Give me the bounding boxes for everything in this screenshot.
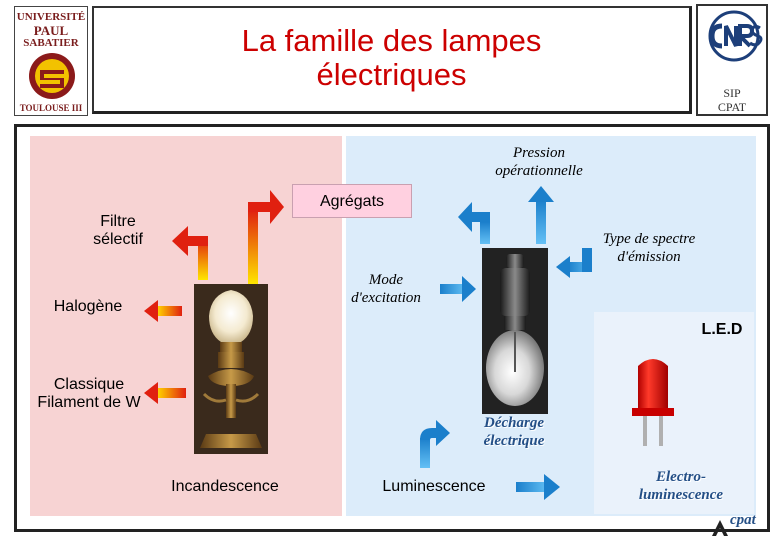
arrow-luminescence-right — [516, 474, 560, 500]
title-box: La famille des lampes électriques — [92, 6, 692, 114]
label-led: L.E.D — [701, 321, 743, 338]
label-classique: Classique Filament de W — [37, 376, 141, 411]
arrow-mode — [440, 276, 476, 302]
page-title-line2: électriques — [316, 57, 467, 92]
label-electroluminescence: Electro-luminescence — [638, 469, 724, 503]
label-incandescence: Incandescence — [171, 478, 279, 495]
label-decharge: Décharge électrique — [483, 415, 545, 449]
arrow-halogene — [144, 300, 182, 322]
page-title: La famille des lampes électriques — [94, 24, 689, 92]
arrow-decharge — [420, 420, 450, 468]
arrow-pression-up — [528, 186, 554, 244]
cpat-logo-text: cpat — [730, 512, 756, 528]
cpat-logo-mark — [712, 520, 728, 536]
label-mode-excitation: Mode d'excitation — [351, 272, 421, 306]
red-led-icon — [632, 359, 674, 446]
arrow-up-right-agregats — [248, 190, 284, 284]
incandescence-zone — [30, 136, 342, 516]
label-luminescence: Luminescence — [382, 478, 486, 495]
cnrs-logo-line2: CPAT — [717, 100, 747, 114]
arrow-pression-left — [458, 202, 490, 244]
cnrs-logo: SIP CPAT — [696, 4, 768, 116]
cnrs-logo-line1: SIP — [723, 86, 741, 100]
label-halogene: Halogène — [53, 298, 123, 315]
cnrs-icon — [708, 10, 763, 62]
filament-bulb-photo — [194, 284, 268, 454]
cnrs-logo-text: SIP CPAT — [698, 86, 766, 114]
label-pression: Pression opérationnelle — [495, 145, 583, 179]
arrow-filtre — [172, 226, 208, 280]
page-title-line1: La famille des lampes — [241, 23, 542, 58]
university-logo-line4: TOULOUSE III — [19, 103, 83, 113]
university-logo-line1: UNIVERSITÉ — [16, 11, 86, 23]
university-logo-line2: PAUL — [33, 23, 69, 38]
label-agregats: Agrégats — [292, 184, 412, 218]
label-type-spectre: Type de spectre d'émission — [602, 231, 696, 265]
arrow-spectre — [556, 248, 592, 278]
discharge-tube-photo — [482, 248, 548, 414]
label-filtre: Filtre sélectif — [93, 213, 143, 248]
arrow-classique — [144, 382, 186, 404]
university-logo-line3: SABATIER — [23, 37, 79, 49]
university-logo: UNIVERSITÉ PAUL SABATIER TOULOUSE III — [14, 6, 88, 116]
university-seal-icon — [29, 53, 75, 99]
